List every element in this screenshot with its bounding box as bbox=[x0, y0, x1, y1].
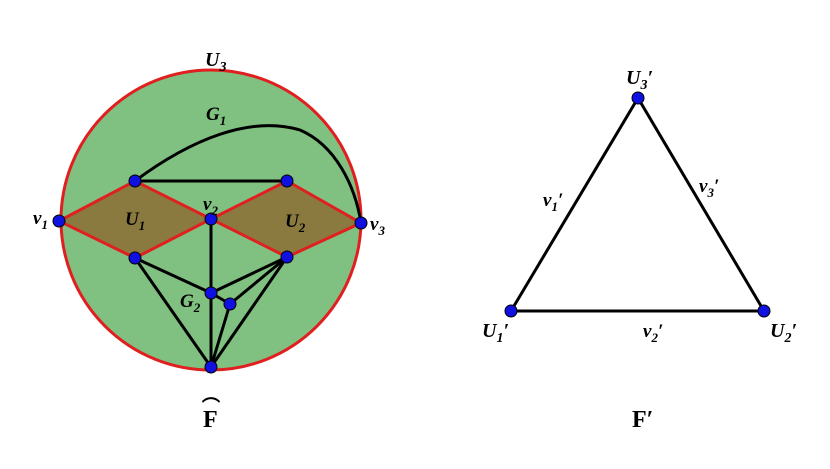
vertex-u1-top bbox=[128, 174, 142, 188]
vertex-u2-bottom bbox=[280, 250, 294, 264]
graph-vertices bbox=[52, 174, 368, 374]
label-v1: v1 bbox=[33, 208, 48, 232]
vertex-u1-bottom bbox=[128, 251, 142, 265]
vertex-g2-center bbox=[204, 286, 218, 300]
edge-g2-right-inner bbox=[229, 255, 288, 306]
label-u1: U1 bbox=[125, 209, 145, 233]
edge-left-bottom bbox=[133, 257, 213, 368]
right-caption: F′ bbox=[632, 407, 653, 433]
triangle-edges bbox=[509, 97, 766, 313]
vertex-u2-top bbox=[280, 174, 294, 188]
edge-g2-left bbox=[134, 256, 212, 295]
edge-g1-arc bbox=[134, 124, 363, 224]
right-figure: U3′ U1′ U2′ v1′ v2′ v3′ F′ bbox=[482, 67, 797, 433]
vertex-v3 bbox=[354, 216, 368, 230]
label-u2: U2 bbox=[285, 211, 306, 235]
label-v1-prime: v1′ bbox=[543, 190, 563, 214]
vertex-bottom bbox=[204, 360, 218, 374]
vertex-u3-prime bbox=[631, 91, 645, 105]
vertex-u1-prime bbox=[504, 304, 518, 318]
edge-g2-right bbox=[210, 255, 288, 295]
label-u2-prime: U2′ bbox=[770, 320, 797, 346]
vertex-u2-prime bbox=[757, 304, 771, 318]
edge-left bbox=[509, 97, 640, 312]
label-v2-prime: v2′ bbox=[643, 321, 663, 345]
label-g2: G2 bbox=[180, 291, 201, 315]
left-figure: U3 G1 U1 U2 v1 v2 v3 G2 ⌒ F bbox=[33, 49, 385, 433]
label-u1-prime: U1′ bbox=[482, 320, 509, 346]
label-v3: v3 bbox=[370, 214, 385, 238]
edge-right-bottom bbox=[209, 256, 289, 368]
edge-inner-bottom bbox=[209, 303, 232, 368]
vertex-v1 bbox=[52, 214, 66, 228]
edge-right bbox=[636, 97, 766, 312]
label-u3-outer: U3 bbox=[205, 49, 226, 75]
label-u3-prime: U3′ bbox=[626, 67, 653, 93]
left-caption-hat: ⌒ bbox=[202, 396, 220, 417]
label-g1: G1 bbox=[206, 104, 226, 128]
vertex-v2 bbox=[204, 212, 218, 226]
left-caption: F bbox=[203, 407, 218, 433]
triangle-vertices bbox=[504, 91, 771, 318]
label-v3-prime: v3′ bbox=[699, 176, 719, 200]
vertex-g2-small bbox=[223, 297, 237, 311]
label-v2: v2 bbox=[203, 194, 218, 218]
